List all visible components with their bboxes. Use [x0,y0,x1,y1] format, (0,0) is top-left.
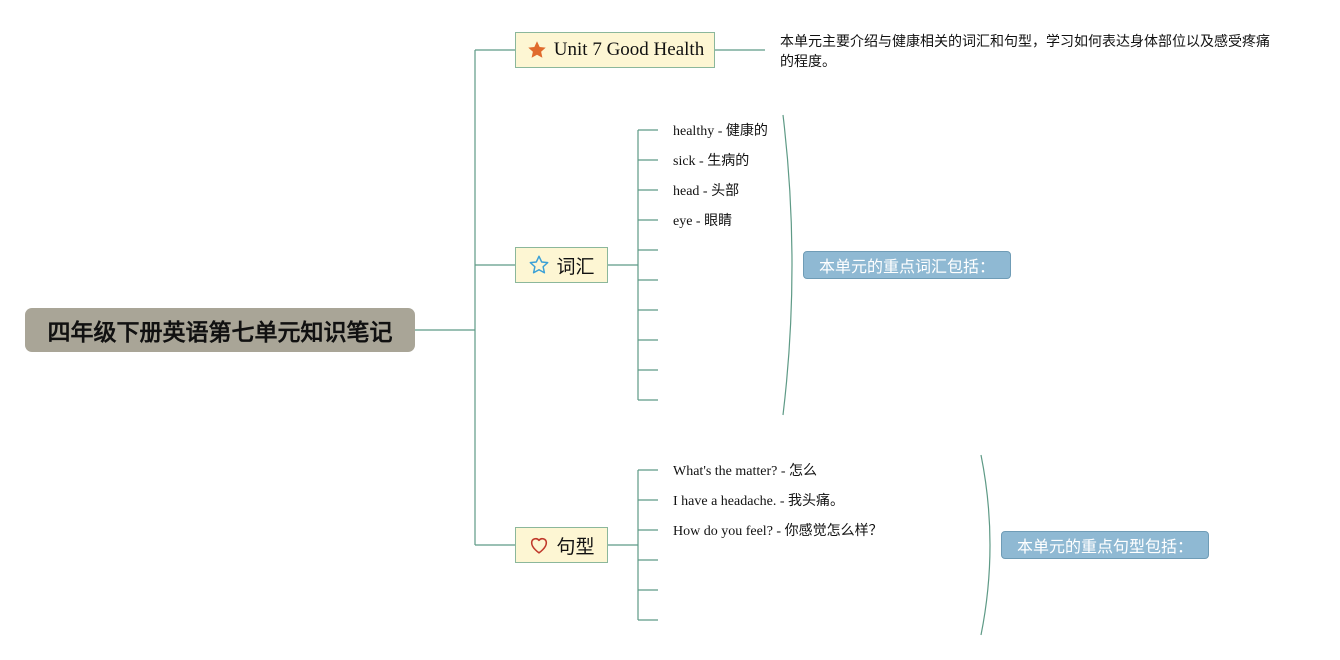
vocab-en: eye - [673,214,705,229]
vocab-summary-label: 本单元的重点词汇包括： [818,257,995,276]
star-filled-icon [526,39,548,61]
topic-unit[interactable]: Unit 7 Good Health [515,32,715,68]
topic-sentences-label: 句型 [556,535,595,558]
vocab-summary[interactable]: 本单元的重点词汇包括： [803,251,1011,279]
heart-outline-icon [528,534,550,556]
sentences-summary[interactable]: 本单元的重点句型包括： [1001,531,1209,559]
vocab-item[interactable]: eye - 眼睛 [673,212,732,231]
vocab-cn: 健康的 [725,123,768,139]
sentence-item[interactable]: I have a headache. - 我头痛。 [673,492,844,511]
topic-unit-label: Unit 7 Good Health [553,39,705,60]
vocab-en: sick - [673,154,708,169]
vocab-item[interactable]: head - 头部 [673,182,739,201]
topic-vocab[interactable]: 词汇 [515,247,608,283]
sentence-en: What's the matter? - [673,464,790,479]
sentence-cn: 你感觉怎么样？ [784,523,883,539]
sentence-cn: 我头痛。 [788,493,845,509]
sentence-item[interactable]: How do you feel? - 你感觉怎么样？ [673,522,883,541]
vocab-item[interactable]: healthy - 健康的 [673,122,768,141]
star-outline-icon [528,254,550,276]
vocab-item[interactable]: sick - 生病的 [673,152,749,171]
vocab-cn: 生病的 [707,153,750,169]
topic-sentences[interactable]: 句型 [515,527,608,563]
vocab-cn: 眼睛 [704,213,733,229]
vocab-en: head - [673,184,712,199]
topic-vocab-label: 词汇 [556,255,595,278]
vocab-en: healthy - [673,124,726,139]
sentences-summary-label: 本单元的重点句型包括： [1016,537,1193,556]
root-topic[interactable]: 四年级下册英语第七单元知识笔记 [25,308,415,352]
unit-note: 本单元主要介绍与健康相关的词汇和句型，学习如何表达身体部位以及感受疼痛的程度。 [780,34,1270,70]
root-title: 四年级下册英语第七单元知识笔记 [47,320,393,346]
sentence-en: How do you feel? - [673,524,785,539]
sentence-cn: 怎么 [789,463,818,479]
sentence-en: I have a headache. - [673,494,789,509]
sentence-item[interactable]: What's the matter? - 怎么 [673,462,817,481]
vocab-cn: 头部 [711,183,740,199]
